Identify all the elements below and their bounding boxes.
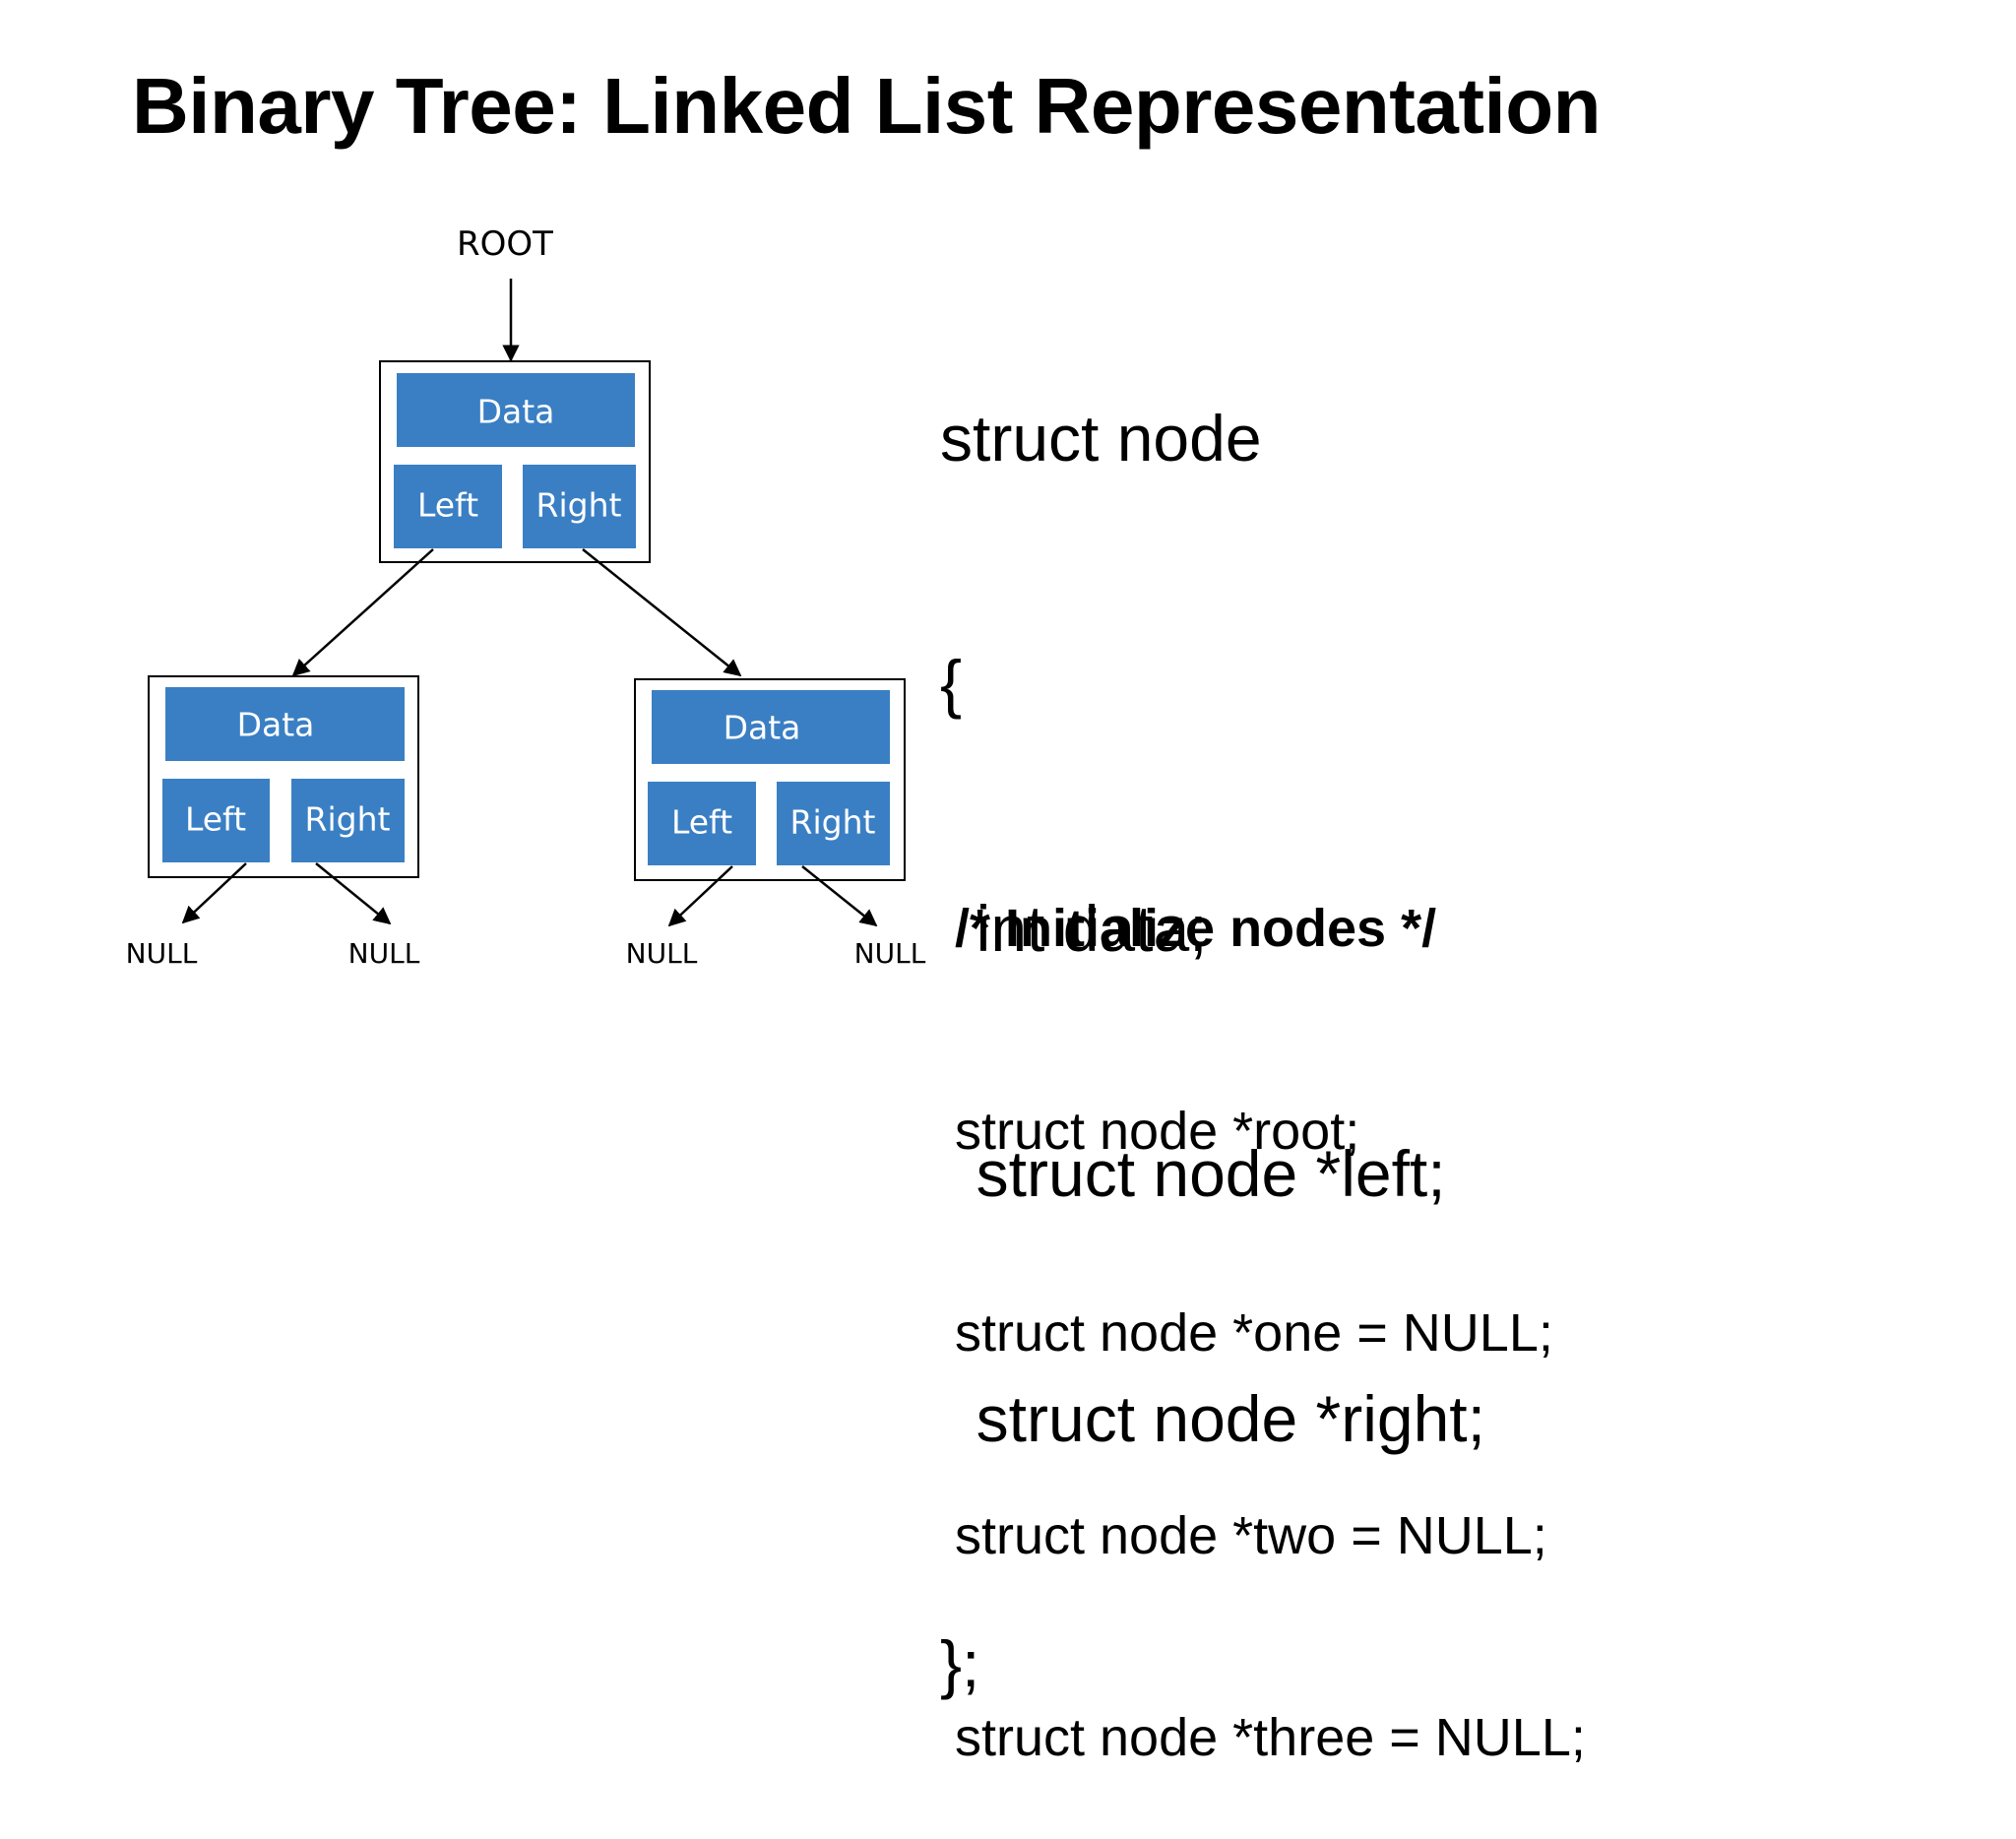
data-field-label: Data	[724, 709, 801, 747]
right-pointer-label: Right	[790, 803, 876, 842]
data-field	[652, 690, 890, 764]
left-pointer-field	[162, 779, 270, 862]
left-pointer-label: Left	[185, 800, 246, 839]
code-comment: /* Initialize nodes */	[955, 899, 1437, 958]
right-pointer-field	[777, 782, 890, 865]
right-pointer-label: Right	[305, 800, 391, 839]
edge-root-to-right-child	[582, 548, 742, 677]
edge-right-child-left-null	[667, 865, 733, 927]
data-field-label: Data	[477, 393, 555, 431]
code-line: struct node	[940, 402, 1262, 475]
initialize-nodes-code: /* Initialize nodes */ struct node *root…	[955, 760, 1586, 1839]
code-line: struct node *two = NULL;	[955, 1505, 1547, 1565]
right-pointer-label: Right	[536, 486, 622, 525]
data-field	[165, 687, 405, 761]
tree-node-left-child: Data Left Right	[148, 675, 419, 878]
code-line: {	[940, 647, 963, 720]
code-line: int data;	[940, 892, 1208, 965]
slide-title: Binary Tree: Linked List Representation	[132, 62, 1601, 150]
right-pointer-field	[523, 465, 636, 548]
left-pointer-field	[648, 782, 756, 865]
data-field	[397, 373, 635, 447]
data-field-label: Data	[237, 706, 315, 744]
code-line: struct node *root;	[955, 1101, 1360, 1161]
null-label: NULL	[126, 937, 198, 970]
edge-left-child-left-null	[181, 862, 247, 924]
left-pointer-label: Left	[671, 803, 732, 842]
edge-left-child-right-null	[315, 862, 392, 925]
left-pointer-label: Left	[417, 486, 478, 525]
right-pointer-field	[291, 779, 405, 862]
null-label: NULL	[348, 937, 420, 970]
left-pointer-field	[394, 465, 502, 548]
code-line: struct node *three = NULL;	[955, 1708, 1586, 1767]
tree-node-root: Data Left Right	[379, 360, 651, 563]
code-line: struct node *one = NULL;	[955, 1303, 1553, 1363]
binary-tree-diagram: ROOT Data Left Right Data Left Right Dat…	[126, 224, 926, 970]
null-label: NULL	[854, 937, 926, 970]
root-label: ROOT	[457, 224, 553, 264]
null-label: NULL	[626, 937, 698, 970]
edge-root-to-left-child	[291, 548, 434, 677]
edge-right-child-right-null	[801, 865, 878, 927]
tree-node-right-child: Data Left Right	[634, 678, 906, 881]
